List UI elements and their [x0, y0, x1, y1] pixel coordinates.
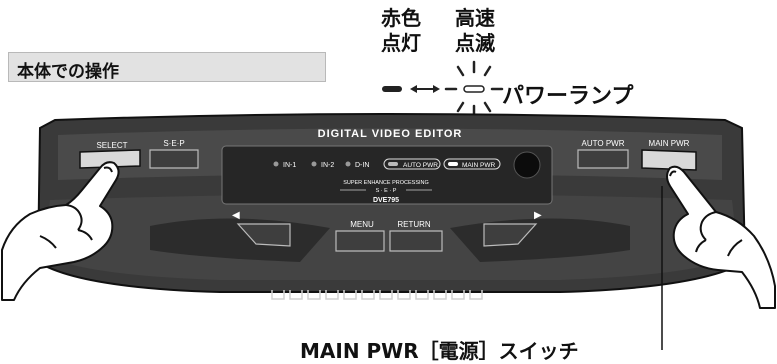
main-pwr-indicator-frame [443, 158, 501, 170]
power-lamp [448, 162, 458, 166]
display-main-pwr: MAIN PWR [462, 162, 496, 169]
menu-button[interactable]: MENU [335, 220, 385, 252]
auto-pwr-button-label: AUTO PWR [582, 139, 625, 148]
red-lit-label: 赤色 点灯 [376, 6, 426, 56]
main-pwr-button-label: MAIN PWR [649, 139, 690, 148]
left-arrow-label: ◀ [232, 210, 240, 221]
device-body: DIGITAL VIDEO EDITOR [36, 113, 747, 300]
right-arrow-label: ▶ [534, 210, 542, 221]
brand-title: DIGITAL VIDEO EDITOR [318, 128, 463, 140]
fast-blink-line1: 高速 [455, 6, 495, 30]
display-sep-caption: SUPER ENHANCE PROCESSING [343, 180, 429, 186]
display-din: D-IN [355, 162, 369, 169]
display-in1: IN-1 [283, 162, 296, 169]
select-button[interactable]: SELECT [79, 141, 141, 169]
front-display: IN-1 IN-2 D-IN AUTO PWR MAIN PWR SUPER E… [221, 145, 553, 205]
return-button-label: RETURN [397, 220, 431, 229]
display-auto-pwr: AUTO PWR [403, 162, 438, 169]
select-button-label: SELECT [96, 141, 127, 150]
display-sep-short: S · E · P [376, 188, 397, 194]
main-pwr-switch-label: MAIN PWR［電源］スイッチ [300, 339, 579, 363]
section-heading-bar: 本体での操作 [8, 52, 326, 82]
right-hand-illustration [666, 165, 776, 309]
red-lamp-icon [382, 86, 402, 92]
in1-indicator [273, 161, 279, 167]
red-lit-line2: 点灯 [381, 31, 421, 55]
fast-blink-line2: 点滅 [455, 31, 495, 55]
left-arrow-button[interactable]: ◀ [232, 210, 291, 247]
double-arrow-icon [410, 85, 440, 93]
main-pwr-button[interactable]: MAIN PWR [641, 139, 697, 171]
menu-button-label: MENU [350, 220, 374, 229]
ir-sensor [513, 151, 541, 179]
din-indicator [345, 161, 351, 167]
left-hand-illustration [1, 161, 120, 301]
display-in2: IN-2 [321, 162, 334, 169]
auto-pwr-button[interactable]: AUTO PWR [577, 139, 629, 169]
section-title: 本体での操作 [17, 62, 119, 82]
auto-pwr-indicator-frame [383, 158, 441, 170]
sep-button[interactable]: S·E·P [149, 139, 199, 169]
lamp-state-diagram [382, 60, 504, 118]
red-lit-line1: 赤色 [381, 6, 421, 30]
right-arrow-button[interactable]: ▶ [483, 210, 542, 247]
display-model: DVE795 [373, 197, 399, 204]
sep-button-label: S·E·P [163, 139, 184, 148]
fast-blink-label: 高速 点滅 [450, 6, 500, 56]
in2-indicator [311, 161, 317, 167]
return-button[interactable]: RETURN [389, 220, 443, 252]
power-lamp-label: パワーランプ [502, 84, 634, 109]
vent-slots [271, 290, 483, 300]
blinking-lamp-icon [444, 60, 504, 118]
